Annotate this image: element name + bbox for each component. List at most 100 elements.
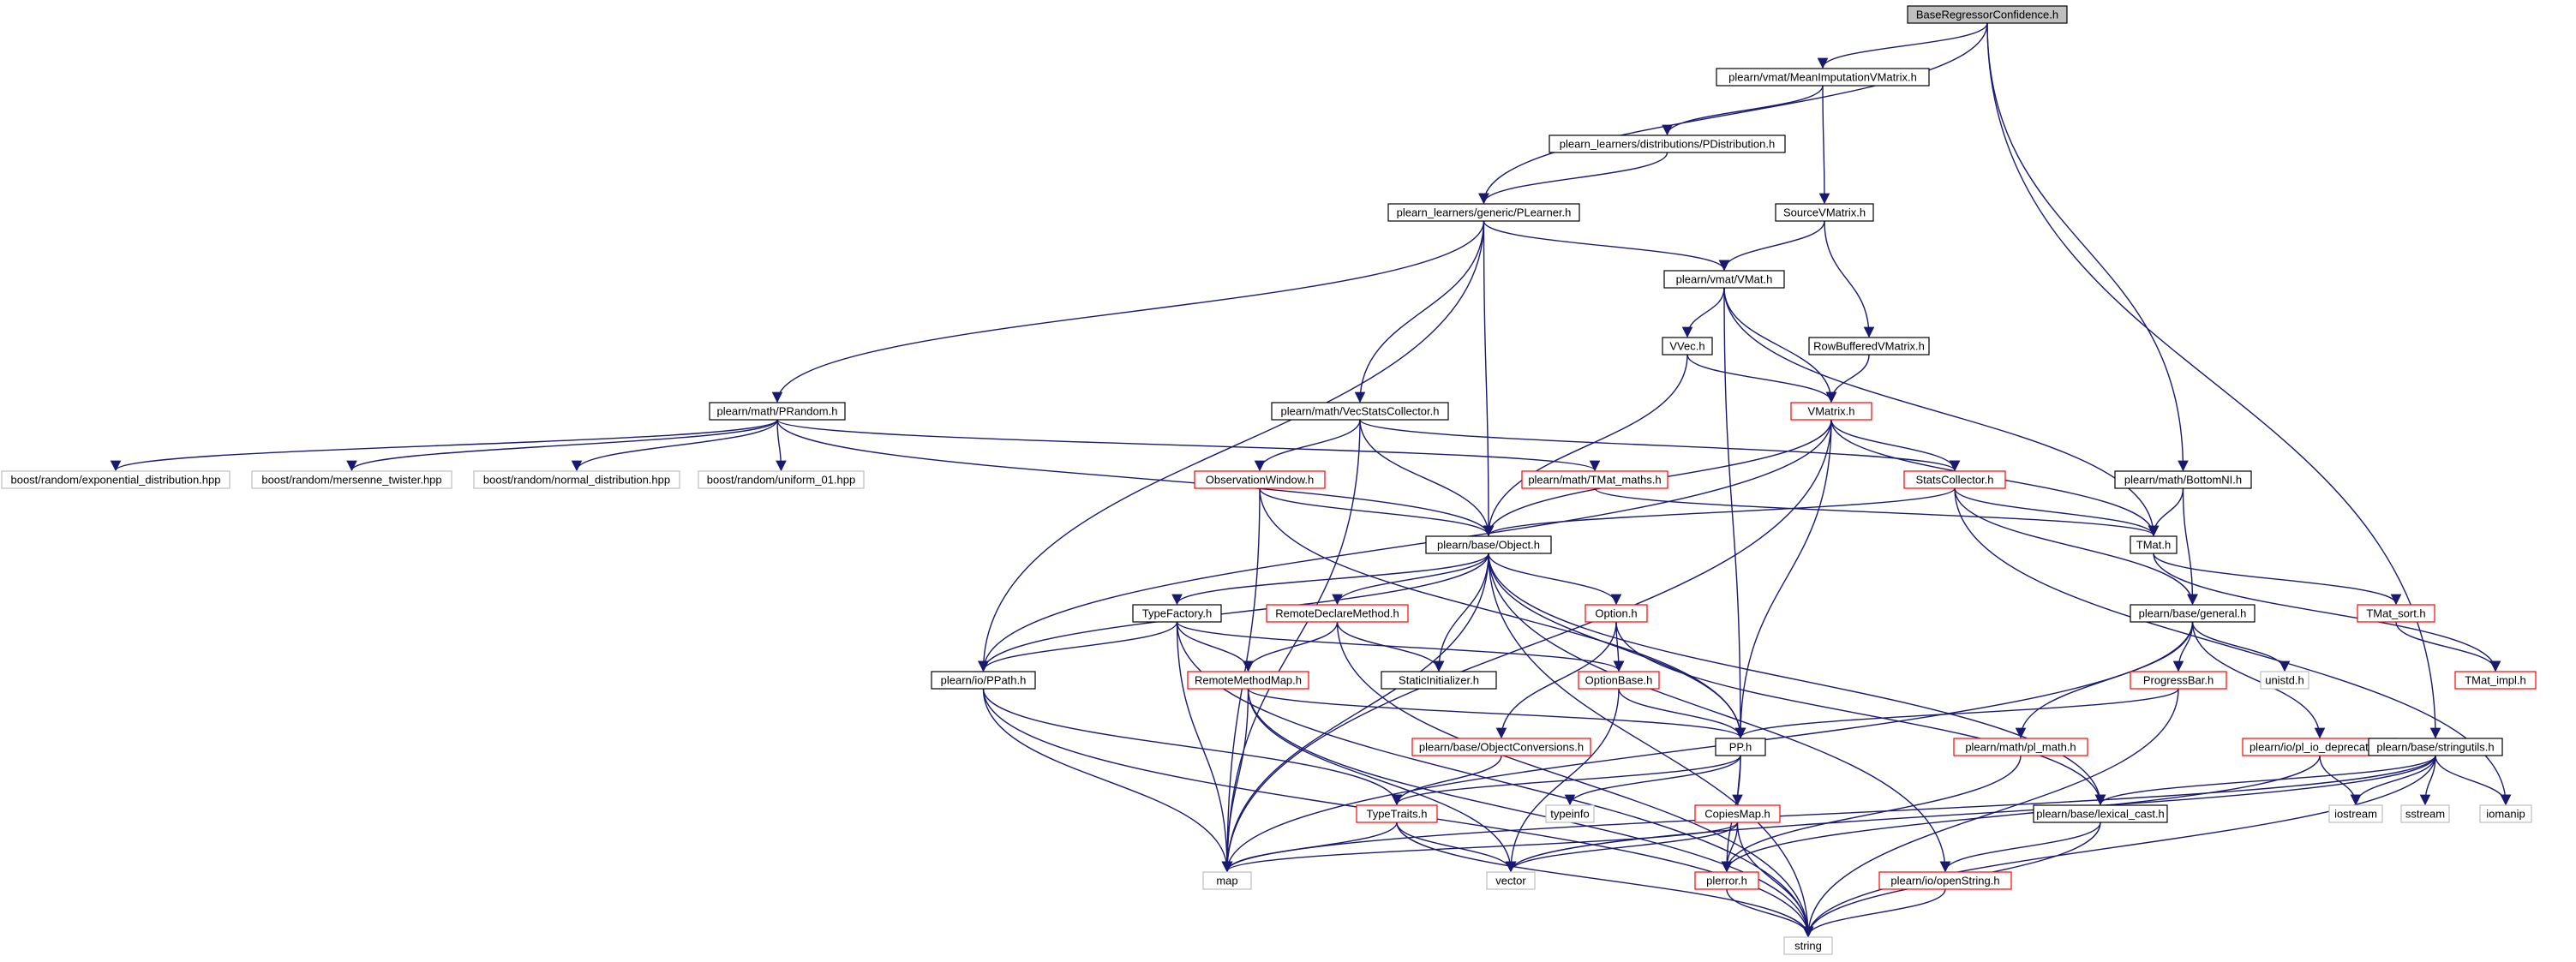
node-sourcevmatrix-h[interactable]: SourceVMatrix.h [1775,203,1874,222]
edge-n19-to-n26 [978,553,1489,672]
node-label: BaseRegressorConfidence.h [1916,9,2058,21]
node-plearn-base-object-h[interactable]: plearn/base/Object.h [1425,535,1552,554]
node-label: plearn/vmat/VMat.h [1676,273,1773,286]
edge-n17-to-n24 [1954,487,2198,606]
node-boost-random-exponential-distribution-hpp[interactable]: boost/random/exponential_distribution.hp… [1,470,231,489]
node-string[interactable]: string [1783,936,1833,955]
node-label: string [1794,940,1822,953]
node-label: plearn_learners/distributions/PDistribut… [1560,138,1775,151]
node-vvec-h[interactable]: VVec.h [1662,337,1713,356]
node-box [698,470,865,489]
node-plearn-io-ppath-h[interactable]: plearn/io/PPath.h [931,671,1036,690]
node-option-h[interactable]: Option.h [1585,604,1648,623]
node-label: plearn/math/VecStatsCollector.h [1281,405,1440,418]
node-typeinfo[interactable]: typeinfo [1545,804,1595,823]
node-plearn-learners-distributions-pdistribution-h[interactable]: plearn_learners/distributions/PDistribut… [1549,134,1786,153]
node-unistd-h[interactable]: unistd.h [2260,671,2309,690]
edge-n21-to-n29 [1176,621,1625,672]
edge-n19-to-n45 [1221,553,1489,873]
node-pp-h[interactable]: PP.h [1715,738,1766,756]
edge-n19-to-n21 [1171,553,1489,606]
edge-n3-to-n19 [1483,220,1495,537]
node-plearn-base-stringutils-h[interactable]: plearn/base/stringutils.h [2368,738,2503,756]
node-staticinitializer-h[interactable]: StaticInitializer.h [1381,671,1497,690]
node-box [1387,203,1580,222]
node-boost-random-uniform-01-hpp[interactable]: boost/random/uniform_01.hpp [698,470,865,489]
node-copiesmap-h[interactable]: CopiesMap.h [1694,804,1781,823]
node-plearn-learners-generic-plearner-h[interactable]: plearn_learners/generic/PLearner.h [1387,203,1580,222]
node-plearn-math-bottomni-h[interactable]: plearn/math/BottomNI.h [2114,470,2252,489]
node-plerror-h[interactable]: plerror.h [1694,871,1759,890]
node-optionbase-h[interactable]: OptionBase.h [1578,671,1660,690]
edge-n38-to-n45 [1221,822,1398,873]
node-plearn-base-objectconversions-h[interactable]: plearn/base/ObjectConversions.h [1411,738,1591,756]
node-box [1425,535,1552,554]
node-map[interactable]: map [1202,871,1252,890]
edge-n5-to-n34 [1723,287,1746,739]
node-box [1790,402,1872,421]
node-box [2260,671,2309,690]
node-box [1,470,231,489]
node-plearn-math-pl-math-h[interactable]: plearn/math/pl_math.h [1953,738,2088,756]
node-vector[interactable]: vector [1486,871,1536,890]
edge-n9-to-n11 [111,419,778,472]
node-observationwindow-h[interactable]: ObservationWindow.h [1194,470,1326,489]
node-remotemethodmap-h[interactable]: RemoteMethodMap.h [1187,671,1309,690]
node-box [2479,804,2532,823]
edge-n17-to-n19 [1483,487,1956,537]
edge-n26-to-n45 [982,688,1233,873]
node-iomanip[interactable]: iomanip [2479,804,2532,823]
node-label: boost/random/normal_distribution.hpp [483,474,670,487]
edge-n9-to-n14 [776,419,787,472]
node-tmat-sort-h[interactable]: TMat_sort.h [2357,604,2435,623]
node-box [1808,337,1930,356]
node-plearn-math-vecstatscollector-h[interactable]: plearn/math/VecStatsCollector.h [1271,402,1449,421]
node-box [709,402,846,421]
node-label: VVec.h [1669,340,1704,353]
node-typefactory-h[interactable]: TypeFactory.h [1132,604,1222,623]
node-boost-random-normal-distribution-hpp[interactable]: boost/random/normal_distribution.hpp [473,470,680,489]
node-boost-random-mersenne-twister-hpp[interactable]: boost/random/mersenne_twister.hpp [251,470,452,489]
node-statscollector-h[interactable]: StatsCollector.h [1903,470,2006,489]
edge-n20-to-n32 [2153,553,2501,672]
edge-n23-to-n33 [1495,621,1617,739]
edge-n4-to-n5 [1718,220,1825,272]
edge-n1-to-n4 [1818,85,1830,205]
node-progressbar-h[interactable]: ProgressBar.h [2130,671,2227,690]
node-iostream[interactable]: iostream [2328,804,2383,823]
node-plearn-io-openstring-h[interactable]: plearn/io/openString.h [1878,871,2012,890]
node-typetraits-h[interactable]: TypeTraits.h [1356,804,1438,823]
node-remotedeclaremethod-h[interactable]: RemoteDeclareMethod.h [1266,604,1409,623]
edge-n38-to-n49 [1396,822,1814,938]
node-label: plearn/math/BottomNI.h [2124,474,2242,487]
node-label: iostream [2334,808,2377,821]
edge-n40-to-n49 [1736,822,1814,938]
node-box [1202,871,1252,890]
node-plearn-base-general-h[interactable]: plearn/base/general.h [2130,604,2255,623]
node-plearn-base-lexical-cast-h[interactable]: plearn/base/lexical_cast.h [2033,804,2168,823]
node-baseregressorconfidence-h[interactable]: BaseRegressorConfidence.h [1907,5,2068,24]
edge-n19-to-n41 [1488,553,2106,806]
node-label: plearn/io/PPath.h [941,674,1027,687]
edge-n19-to-n34 [1488,553,1746,739]
node-tmat-impl-h[interactable]: TMat_impl.h [2454,671,2537,690]
node-sstream[interactable]: sstream [2400,804,2450,823]
node-plearn-vmat-meanimputationvmatrix-h[interactable]: plearn/vmat/MeanImputationVMatrix.h [1716,68,1930,87]
node-box [1271,402,1449,421]
edge-n36-to-n47 [1721,755,2321,873]
edge-n37-to-n42 [2350,755,2436,806]
node-plearn-io-pl-io-deprecated-h[interactable]: plearn/io/pl_io_deprecated.h [2242,738,2398,756]
node-box [2114,470,2252,489]
node-plearn-vmat-vmat-h[interactable]: plearn/vmat/VMat.h [1663,270,1785,289]
edge-n3-to-n9 [771,220,1485,403]
node-vmatrix-h[interactable]: VMatrix.h [1790,402,1872,421]
node-rowbufferedvmatrix-h[interactable]: RowBufferedVMatrix.h [1808,337,1930,356]
node-label: ProgressBar.h [2143,674,2214,687]
node-plearn-math-tmat-maths-h[interactable]: plearn/math/TMat_maths.h [1521,470,1668,489]
edge-n10-to-n17 [1359,419,1961,472]
node-label: TMat_impl.h [2465,674,2526,687]
edge-n24-to-n45 [1221,621,2194,873]
edge-n6-to-n8 [1686,354,1837,403]
node-plearn-math-prandom-h[interactable]: plearn/math/PRandom.h [709,402,846,421]
node-tmat-h[interactable]: TMat.h [2130,535,2178,554]
